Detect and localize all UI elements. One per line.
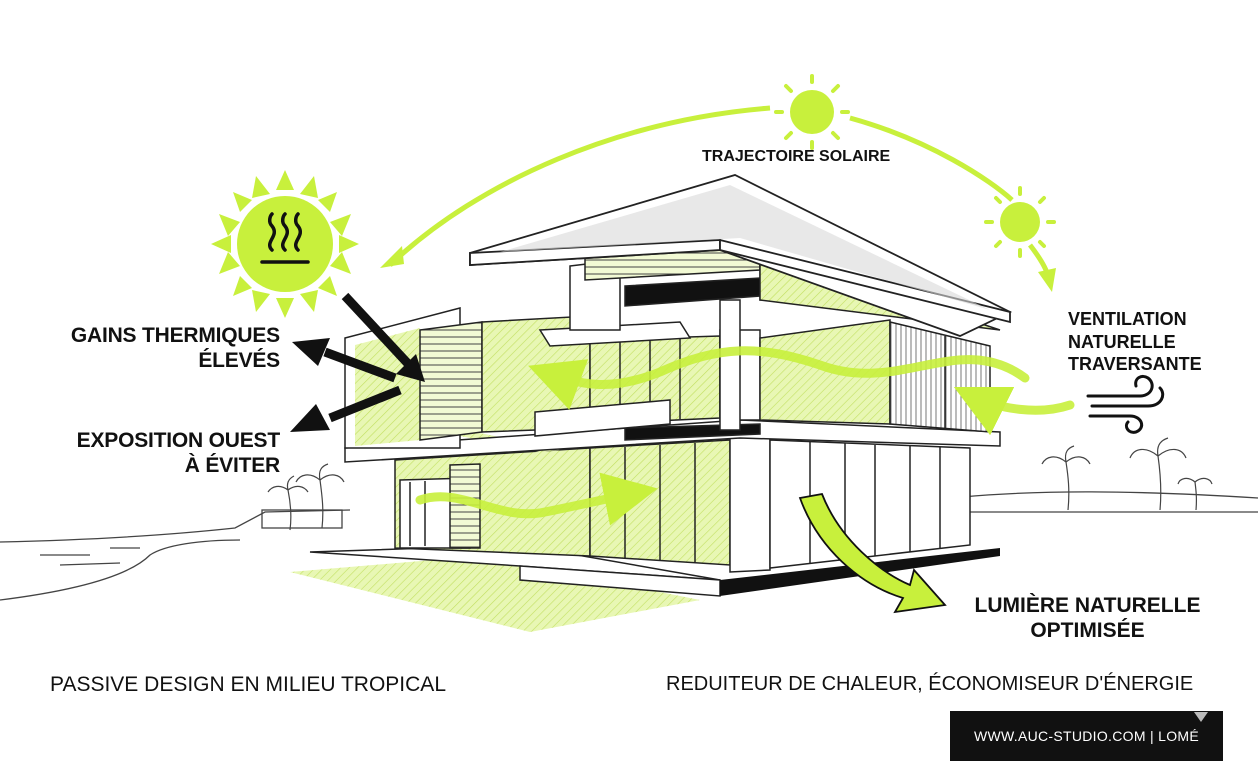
daylight-arrow <box>798 492 947 614</box>
sun-path-label: TRAJECTOIRE SOLAIRE <box>702 148 891 165</box>
website-link[interactable]: WWW.AUC-STUDIO.COM | LOMÉ <box>973 728 1199 744</box>
hot-sun-icon <box>211 170 359 318</box>
daylight-label-line2: OPTIMISÉE <box>1030 619 1145 643</box>
triangle-marker <box>1194 712 1208 722</box>
west-exposure-label-line1: EXPOSITION OUEST <box>76 429 281 452</box>
ventilation-label-line1: VENTILATION <box>1068 309 1187 329</box>
roof-slab <box>469 174 1013 337</box>
daylight-label: LUMIÈRE NATURELLE OPTIMISÉE <box>955 593 1220 643</box>
wind-icon <box>1086 374 1165 434</box>
daylight-label-line1: LUMIÈRE NATURELLE <box>974 594 1201 617</box>
heat-gain-label-line1: GAINS THERMIQUES <box>70 324 280 347</box>
ventilation-flow <box>415 346 1075 526</box>
ventilation-label-line3: TRAVERSANTE <box>1068 354 1202 374</box>
footer-left-caption: PASSIVE DESIGN EN MILIEU TROPICAL <box>50 673 446 696</box>
ventilation-label: VENTILATION NATURELLE TRAVERSANTE <box>1068 308 1248 376</box>
footer-right-caption: REDUITEUR DE CHALEUR, ÉCONOMISEUR D'ÉNER… <box>666 673 1194 695</box>
palm-tree-icon <box>267 437 1213 531</box>
sun-icon <box>984 186 1056 258</box>
arrow-heads <box>290 338 425 432</box>
sun-icon <box>774 74 850 150</box>
west-exposure-label-line2: À ÉVITER <box>184 454 280 478</box>
website-banner[interactable]: WWW.AUC-STUDIO.COM | LOMÉ <box>950 711 1223 761</box>
heat-gain-label: GAINS THERMIQUES ÉLEVÉS <box>40 323 280 373</box>
west-exposure-label: EXPOSITION OUEST À ÉVITER <box>40 428 281 478</box>
landscape <box>0 491 1258 601</box>
sun-path-arc <box>380 105 1056 292</box>
heat-gain-label-line2: ÉLEVÉS <box>198 349 280 373</box>
heat-gain-arrows <box>323 292 416 423</box>
ventilation-label-line2: NATURELLE <box>1068 331 1176 352</box>
